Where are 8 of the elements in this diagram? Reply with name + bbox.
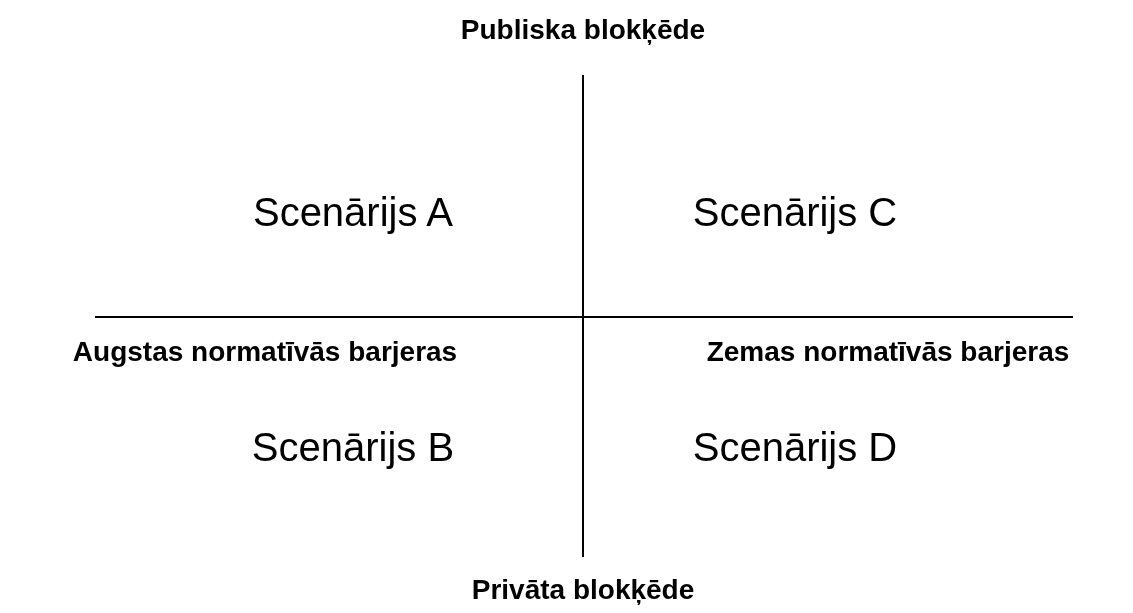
- axis-label: Privāta blokķēde: [471, 574, 695, 606]
- quadrant-label: Scenārijs D: [692, 424, 898, 470]
- quadrant-label: Scenārijs B: [251, 424, 455, 470]
- axis-label: Augstas normatīvās barjeras: [72, 336, 458, 368]
- quadrant-label: Scenārijs C: [692, 189, 898, 235]
- axis-label: Publiska blokķēde: [460, 14, 706, 46]
- quadrant-label: Scenārijs A: [252, 189, 454, 235]
- axis-label: Zemas normatīvās barjeras: [706, 336, 1070, 368]
